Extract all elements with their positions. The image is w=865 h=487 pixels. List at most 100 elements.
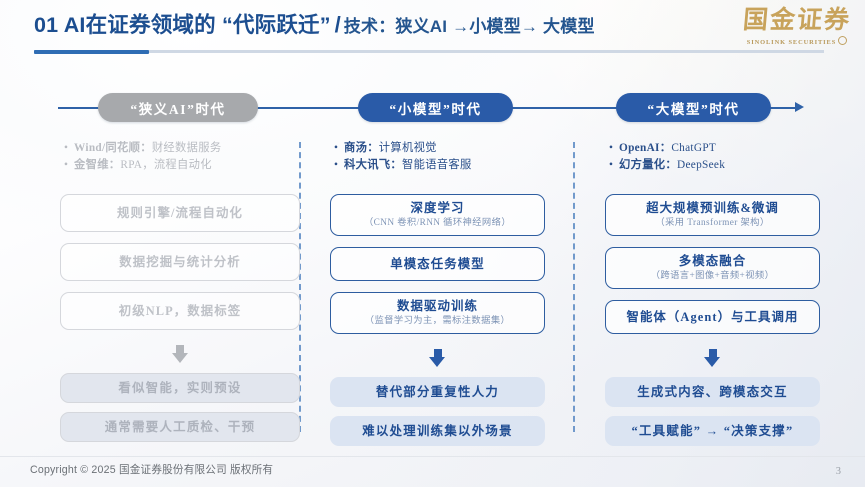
capability-box-subtitle: （CNN 卷积/RNN 循环神经网络） (363, 217, 512, 228)
capability-box-title: 数据驱动训练 (397, 298, 478, 313)
capability-box[interactable]: 规则引擎/流程自动化 (60, 194, 300, 232)
arrow-down-icon (429, 349, 446, 367)
capability-box[interactable]: 数据挖掘与统计分析 (60, 243, 300, 281)
list-item: • OpenAI：ChatGPT (609, 140, 820, 157)
outcome-box[interactable]: 替代部分重复性人力 (330, 377, 545, 407)
capability-box-title: 规则引擎/流程自动化 (117, 205, 243, 220)
arrow-head (704, 357, 720, 367)
bullet-text: 财经数据服务 (151, 142, 222, 154)
bullet-dot-icon: • (334, 142, 339, 154)
timeline-arrow-icon (795, 102, 804, 112)
title-underline-accent (34, 50, 149, 54)
column-divider-1 (299, 142, 301, 432)
flow-arrow (60, 341, 300, 367)
footer-copyright: Copyright © 2025 国金证券股份有限公司 版权所有 (30, 464, 274, 476)
brand-logo-cn: 国金证券 (741, 7, 853, 34)
capability-box-title: 超大规模预训练&微调 (646, 200, 779, 215)
column-large-model: • OpenAI：ChatGPT • 幻方量化：DeepSeek 超大规模预训练&微… (605, 140, 820, 455)
arrow-down-icon (171, 345, 189, 363)
capability-box-subtitle: （采用 Transformer 架构） (655, 217, 770, 228)
capability-box[interactable]: 智能体（Agent）与工具调用 (605, 300, 820, 334)
capability-box-title: 初级NLP，数据标签 (118, 303, 242, 318)
bullet-emphasis: Wind/同花顺： (74, 142, 152, 154)
arrow-head (171, 353, 188, 363)
arrow-stem (433, 349, 442, 358)
page-title-separator: / (334, 12, 341, 37)
outcome-box[interactable]: 难以处理训练集以外场景 (330, 416, 545, 446)
capability-box-subtitle: （监督学习为主，需标注数据集） (364, 315, 511, 326)
flow-arrow (330, 345, 545, 371)
capability-box-subtitle: （跨语言+图像+音频+视频） (650, 270, 775, 281)
capability-box-title: 智能体（Agent）与工具调用 (626, 309, 799, 324)
brand-logo-en-text: SINOLINK SECURITIES (746, 39, 837, 46)
flow-arrow (605, 345, 820, 371)
outcome-box-text: 生成式内容、跨模态交互 (637, 384, 788, 399)
bullet-dot-icon: • (64, 159, 69, 171)
bullet-text: DeepSeek (677, 159, 726, 171)
column-small-model: • 商汤：计算机视觉 • 科大讯飞：智能语音客服 深度学习 （CNN 卷积/RNN … (330, 140, 545, 455)
footer-divider (0, 456, 865, 457)
bullet-emphasis: 金智维： (74, 159, 121, 171)
timeline: “狭义AI”时代 “小模型”时代 “大模型”时代 (58, 93, 808, 123)
arrow-down-icon (704, 349, 721, 367)
page-number: 3 (835, 466, 841, 477)
timeline-stage-large-model[interactable]: “大模型”时代 (616, 93, 771, 122)
capability-box[interactable]: 单模态任务模型 (330, 247, 545, 281)
timeline-stage-narrow-ai[interactable]: “狭义AI”时代 (98, 93, 258, 122)
bullet-text: ChatGPT (671, 142, 717, 154)
column-narrow-ai-bullets: • Wind/同花顺：财经数据服务 • 金智维：RPA，流程自动化 (60, 140, 300, 174)
page-title-subtitle: 技术：狭义AI →小模型→ 大模型 (343, 17, 595, 36)
title-underline (34, 50, 824, 54)
capability-box-title: 数据挖掘与统计分析 (119, 254, 241, 269)
outcome-box[interactable]: “工具赋能” → “决策支撑” (605, 416, 820, 446)
outcome-box-text: “工具赋能” → “决策支撑” (631, 423, 794, 438)
capability-box-title: 深度学习 (410, 200, 465, 215)
column-narrow-ai: • Wind/同花顺：财经数据服务 • 金智维：RPA，流程自动化 规则引擎/流程自… (60, 140, 300, 451)
page-title: 01 AI在证券领域的 “代际跃迁” / 技术：狭义AI →小模型→ 大模型 (34, 14, 837, 37)
columns-area: • Wind/同花顺：财经数据服务 • 金智维：RPA，流程自动化 规则引擎/流程自… (0, 140, 865, 446)
list-item: • 金智维：RPA，流程自动化 (64, 157, 300, 174)
outcome-box-text: 替代部分重复性人力 (375, 384, 500, 399)
timeline-stage-small-model[interactable]: “小模型”时代 (358, 93, 513, 122)
page-title-main: 01 AI在证券领域的 “代际跃迁” (34, 13, 331, 37)
bullet-emphasis: 商汤： (344, 142, 379, 154)
brand-logo-en: SINOLINK SECURITIES (743, 36, 851, 46)
arrow-head (429, 357, 445, 367)
bullet-dot-icon: • (64, 142, 69, 154)
outcome-box-text: 通常需要人工质检、干预 (104, 419, 256, 434)
capability-box[interactable]: 初级NLP，数据标签 (60, 292, 300, 330)
capability-box-title: 单模态任务模型 (390, 256, 485, 271)
bullet-text: RPA，流程自动化 (120, 159, 212, 171)
capability-box[interactable]: 超大规模预训练&微调 （采用 Transformer 架构） (605, 194, 820, 236)
column-small-model-bullets: • 商汤：计算机视觉 • 科大讯飞：智能语音客服 (330, 140, 545, 174)
bullet-emphasis: OpenAI： (619, 142, 672, 154)
arrow-stem (176, 345, 184, 354)
title-underline-track (34, 50, 824, 53)
list-item: • 幻方量化：DeepSeek (609, 157, 820, 174)
seal-icon (838, 36, 848, 45)
capability-box-title: 多模态融合 (678, 253, 747, 268)
list-item: • 商汤：计算机视觉 (334, 140, 545, 157)
outcome-box[interactable]: 看似智能，实则预设 (60, 373, 300, 403)
brand-logo: 国金证券 SINOLINK SECURITIES (741, 7, 853, 54)
bullet-dot-icon: • (334, 159, 339, 171)
outcome-box-text: 看似智能，实则预设 (118, 380, 242, 395)
capability-box[interactable]: 深度学习 （CNN 卷积/RNN 循环神经网络） (330, 194, 545, 236)
bullet-emphasis: 科大讯飞： (344, 159, 402, 171)
list-item: • Wind/同花顺：财经数据服务 (64, 140, 300, 157)
bullet-text: 智能语音客服 (402, 159, 472, 171)
bullet-dot-icon: • (609, 159, 614, 171)
bullet-emphasis: 幻方量化： (619, 159, 677, 171)
outcome-box-text: 难以处理训练集以外场景 (362, 423, 513, 438)
capability-box[interactable]: 数据驱动训练 （监督学习为主，需标注数据集） (330, 292, 545, 334)
bullet-dot-icon: • (609, 142, 614, 154)
list-item: • 科大讯飞：智能语音客服 (334, 157, 545, 174)
capability-box[interactable]: 多模态融合 （跨语言+图像+音频+视频） (605, 247, 820, 289)
outcome-box[interactable]: 生成式内容、跨模态交互 (605, 377, 820, 407)
outcome-box[interactable]: 通常需要人工质检、干预 (60, 412, 300, 442)
column-divider-2 (573, 142, 575, 432)
bullet-text: 计算机视觉 (378, 142, 437, 154)
arrow-stem (708, 349, 717, 358)
column-large-model-bullets: • OpenAI：ChatGPT • 幻方量化：DeepSeek (605, 140, 820, 174)
